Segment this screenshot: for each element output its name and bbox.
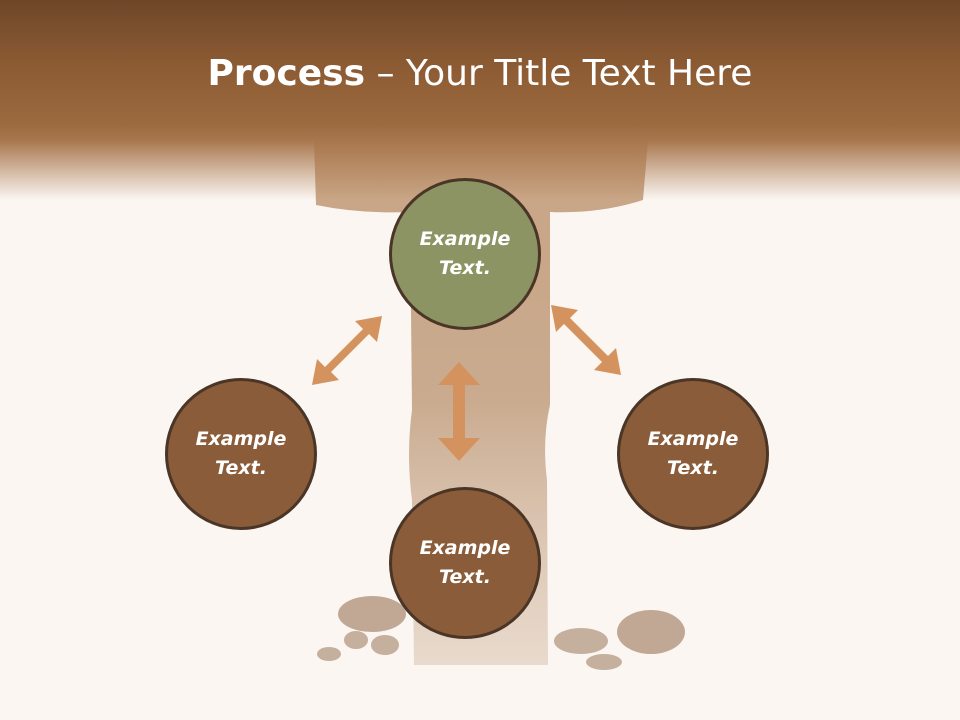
node-right-label: Example Text. [647, 428, 739, 479]
pebble [317, 647, 341, 661]
title-banner [0, 0, 960, 200]
pebble [371, 635, 399, 655]
title-rest: – Your Title Text Here [365, 53, 753, 94]
node-left: Example Text. [165, 378, 317, 530]
node-bottom: Example Text. [389, 487, 541, 639]
pebble [617, 610, 685, 654]
node-bottom-label: Example Text. [419, 537, 511, 588]
title-bold: Process [207, 53, 366, 94]
double-arrow-vertical [438, 362, 480, 461]
pebble [586, 654, 622, 670]
pebble [344, 631, 368, 649]
pebble [554, 628, 608, 654]
node-right: Example Text. [617, 378, 769, 530]
double-arrow-left [312, 316, 382, 385]
pebble [338, 596, 406, 632]
double-arrow-right [551, 305, 621, 375]
rock-t-shape [314, 140, 648, 665]
node-top: Example Text. [389, 178, 541, 330]
node-top-label: Example Text. [419, 228, 511, 279]
node-left-label: Example Text. [195, 428, 287, 479]
slide-title: Process – Your Title Text Here [0, 50, 960, 98]
